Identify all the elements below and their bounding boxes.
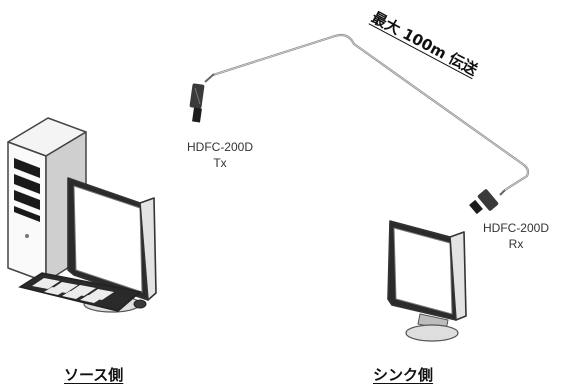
mouse-icon bbox=[133, 299, 147, 309]
fiber-cable bbox=[212, 33, 530, 191]
keyboard-icon bbox=[18, 272, 142, 312]
tx-model-label: HDFC-200D bbox=[186, 140, 253, 154]
source-side-label: ソース側 bbox=[64, 366, 124, 384]
rx-connector-icon bbox=[469, 189, 506, 215]
sink-side-label: シンク側 bbox=[373, 366, 434, 384]
rx-model-label: HDFC-200D bbox=[482, 221, 549, 235]
tx-role-label: Tx bbox=[213, 156, 227, 170]
sink-monitor-icon bbox=[387, 220, 467, 342]
tx-connector-icon bbox=[189, 73, 215, 123]
rx-role-label: Rx bbox=[508, 237, 524, 251]
